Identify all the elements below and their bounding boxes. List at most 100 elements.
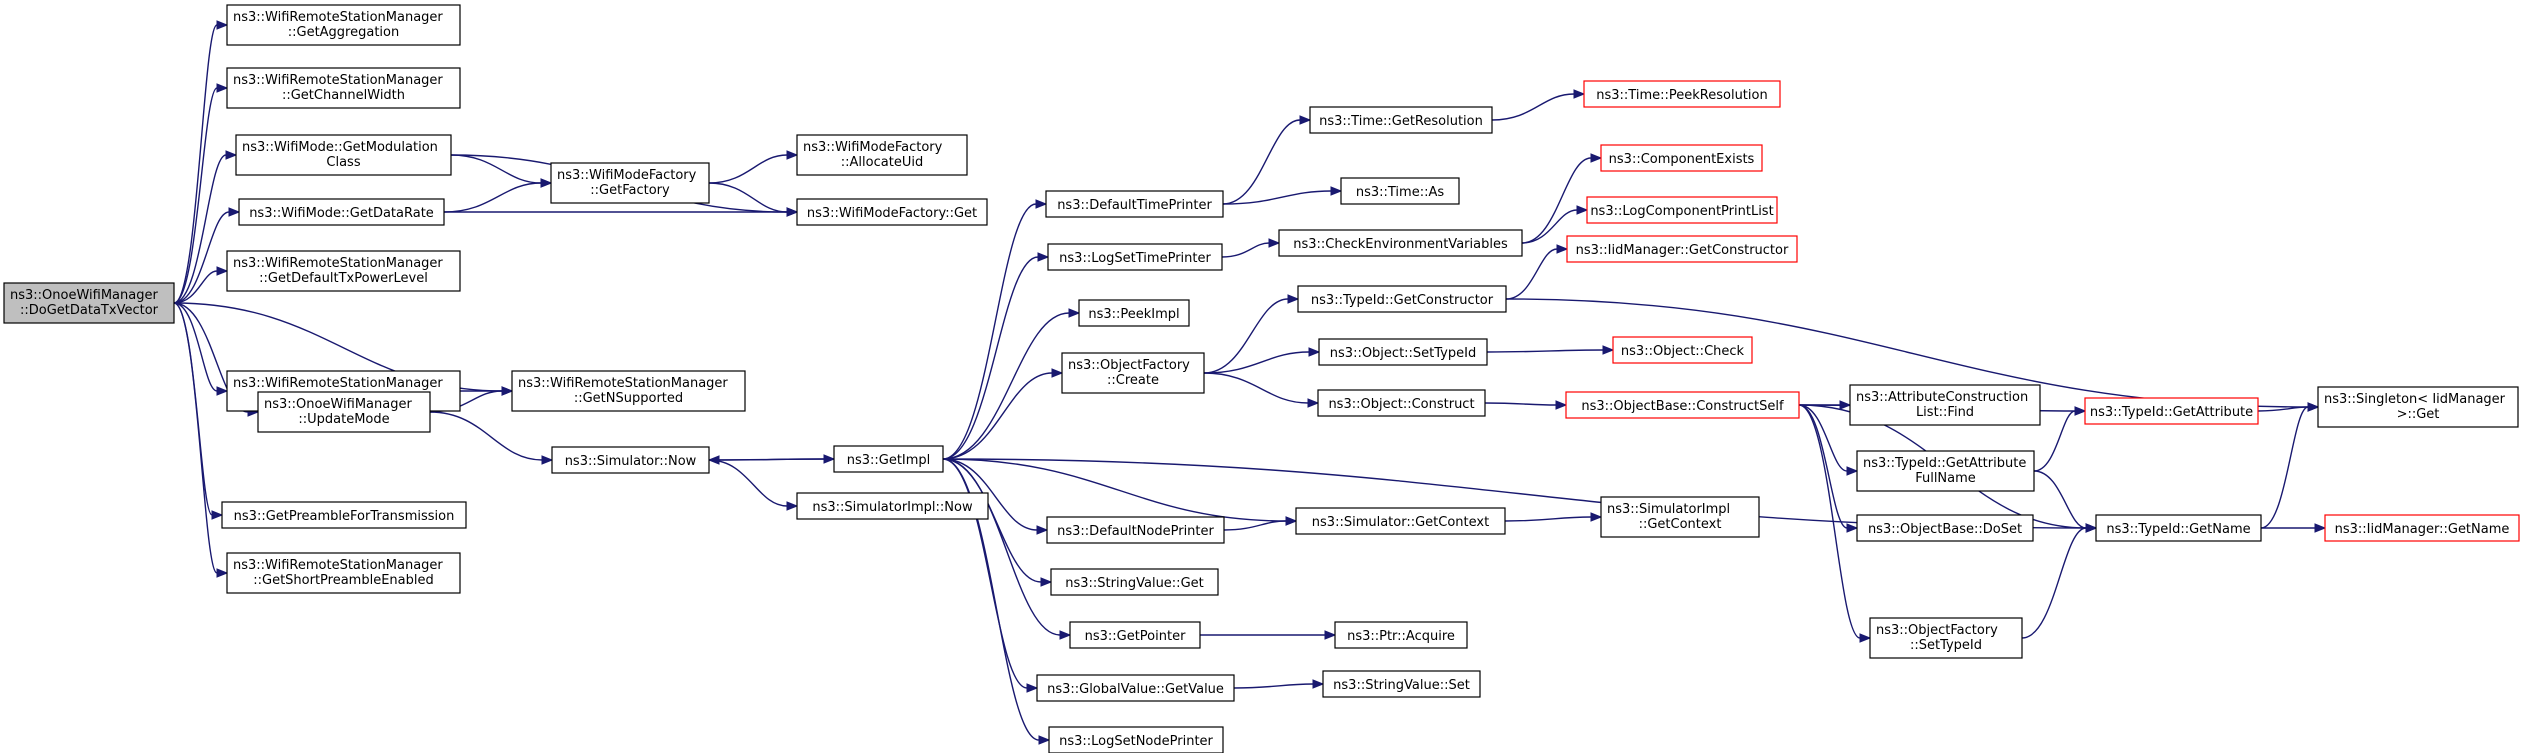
arrowhead	[1287, 294, 1300, 304]
edge-line	[1798, 404, 1848, 472]
node-sgc[interactable]: ns3::Simulator::GetContext	[1295, 507, 1506, 535]
node-tres[interactable]: ns3::Time::GetResolution	[1309, 106, 1493, 134]
node-imgn[interactable]: ns3::IidManager::GetName	[2324, 514, 2520, 542]
edge-line	[942, 203, 1037, 460]
node-label: ::GetContext	[1639, 517, 1722, 532]
arrowhead	[216, 83, 229, 93]
node-dnp[interactable]: ns3::DefaultNodePrinter	[1046, 516, 1225, 544]
node-root[interactable]: ns3::OnoeWifiManager::DoGetDataTxVector	[3, 282, 175, 324]
node-box	[226, 67, 461, 109]
node-tas[interactable]: ns3::Time::As	[1340, 177, 1460, 205]
node-box	[1586, 196, 1778, 224]
node-sigc[interactable]: ns3::SimulatorImpl::GetContext	[1600, 496, 1760, 538]
node-box	[796, 492, 989, 520]
node-imgc[interactable]: ns3::IidManager::GetConstructor	[1566, 235, 1798, 263]
node-ofst[interactable]: ns3::ObjectFactory::SetTypeId	[1869, 617, 2023, 659]
edge-line	[173, 87, 218, 304]
node-lstp[interactable]: ns3::LogSetTimePrinter	[1047, 243, 1223, 271]
node-fgf[interactable]: ns3::WifiModeFactory::GetFactory	[550, 162, 710, 204]
node-cev[interactable]: ns3::CheckEnvironmentVariables	[1278, 229, 1523, 257]
node-box	[1869, 617, 2023, 659]
arrowhead	[2085, 523, 2098, 533]
node-obds[interactable]: ns3::ObjectBase::DoSet	[1856, 514, 2034, 542]
node-box	[2317, 386, 2519, 428]
edge-line	[942, 458, 1287, 522]
arrowhead	[2074, 406, 2087, 416]
node-label: ns3::StringValue::Set	[1333, 678, 1470, 693]
node-fget[interactable]: ns3::WifiModeFactory::Get	[796, 198, 988, 226]
node-label: ns3::WifiRemoteStationManager	[233, 558, 443, 573]
node-cw[interactable]: ns3::WifiRemoteStationManager::GetChanne…	[226, 67, 461, 109]
node-upd[interactable]: ns3::OnoeWifiManager::UpdateMode	[257, 391, 431, 433]
edge-line	[1223, 520, 1287, 531]
node-label: ns3::GetPreambleForTransmission	[234, 509, 455, 524]
edge-line	[1203, 372, 1309, 404]
arrowhead	[216, 568, 229, 578]
edge-ofc-ost	[1203, 347, 1321, 374]
node-sing[interactable]: ns3::Singleton< IidManager >::Get	[2317, 386, 2519, 428]
arrowhead	[1040, 577, 1053, 587]
node-obcs[interactable]: ns3::ObjectBase::ConstructSelf	[1565, 391, 1800, 419]
node-box	[833, 445, 944, 473]
arrowhead	[2307, 402, 2320, 412]
arrowhead	[228, 207, 241, 217]
node-box	[238, 198, 445, 226]
node-ocon[interactable]: ns3::Object::Construct	[1317, 389, 1486, 417]
node-ocheck[interactable]: ns3::Object::Check	[1612, 336, 1753, 364]
node-agg[interactable]: ns3::WifiRemoteStationManager::GetAggreg…	[226, 4, 461, 46]
node-svget[interactable]: ns3::StringValue::Get	[1050, 568, 1219, 596]
node-lsnp[interactable]: ns3::LogSetNodePrinter	[1048, 726, 1224, 753]
node-box	[1295, 507, 1506, 535]
node-box	[2084, 397, 2259, 425]
node-now[interactable]: ns3::Simulator::Now	[551, 446, 710, 474]
node-pre[interactable]: ns3::GetPreambleForTransmission	[221, 501, 467, 529]
arrowhead	[1590, 153, 1603, 163]
arrowhead	[1285, 516, 1298, 526]
node-label: ns3::WifiRemoteStationManager	[233, 256, 443, 271]
edge-fgf-alloc	[708, 150, 799, 184]
node-spe[interactable]: ns3::WifiRemoteStationManager::GetShortP…	[226, 552, 461, 594]
node-peek[interactable]: ns3::PeekImpl	[1078, 299, 1190, 327]
node-pacq[interactable]: ns3::Ptr::Acquire	[1334, 621, 1468, 649]
node-cex[interactable]: ns3::ComponentExists	[1600, 144, 1763, 172]
node-gvget[interactable]: ns3::GlobalValue::GetValue	[1036, 674, 1235, 702]
node-alloc[interactable]: ns3::WifiModeFactory::AllocateUid	[796, 134, 968, 176]
node-ofc[interactable]: ns3::ObjectFactory::Create	[1061, 352, 1205, 394]
node-ost[interactable]: ns3::Object::SetTypeId	[1318, 338, 1488, 366]
node-label: ns3::CheckEnvironmentVariables	[1293, 237, 1508, 252]
node-tgc[interactable]: ns3::TypeId::GetConstructor	[1297, 285, 1507, 313]
node-label: ns3::OnoeWifiManager	[264, 397, 412, 412]
node-tpr[interactable]: ns3::Time::PeekResolution	[1583, 80, 1781, 108]
edge-gimpl-ofc	[942, 368, 1064, 460]
node-label: ::SetTypeId	[1910, 638, 1982, 653]
node-simnow[interactable]: ns3::SimulatorImpl::Now	[796, 492, 989, 520]
node-svset[interactable]: ns3::StringValue::Set	[1322, 670, 1481, 698]
node-dtp[interactable]: ns3::DefaultTimePrinter	[1045, 190, 1224, 218]
arrowhead	[2314, 523, 2327, 533]
node-box	[511, 370, 746, 412]
edge-ofst-tgn	[2021, 523, 2098, 639]
edge-line	[173, 24, 218, 304]
node-box	[1849, 384, 2041, 426]
node-tgn[interactable]: ns3::TypeId::GetName	[2095, 514, 2262, 542]
node-dtx[interactable]: ns3::WifiRemoteStationManager::GetDefaul…	[226, 250, 461, 292]
node-dr[interactable]: ns3::WifiMode::GetDataRate	[238, 198, 445, 226]
node-gptr[interactable]: ns3::GetPointer	[1069, 621, 1201, 649]
arrowhead	[1036, 525, 1049, 535]
node-tga[interactable]: ns3::TypeId::GetAttribute	[2084, 397, 2259, 425]
edge-tgn-imgn	[2261, 523, 2327, 533]
arrowhead	[707, 455, 720, 465]
edge-line	[718, 458, 835, 461]
edge-gimpl-lsnp	[942, 458, 1051, 745]
node-label: ns3::Simulator::GetContext	[1312, 515, 1489, 530]
node-nsup[interactable]: ns3::WifiRemoteStationManager::GetNSuppo…	[511, 370, 746, 412]
node-box	[1334, 621, 1468, 649]
node-lcpl[interactable]: ns3::LogComponentPrintList	[1586, 196, 1778, 224]
node-gimpl[interactable]: ns3::GetImpl	[833, 445, 944, 473]
edge-dr-fgf	[443, 178, 553, 213]
edge-line	[2260, 406, 2309, 529]
